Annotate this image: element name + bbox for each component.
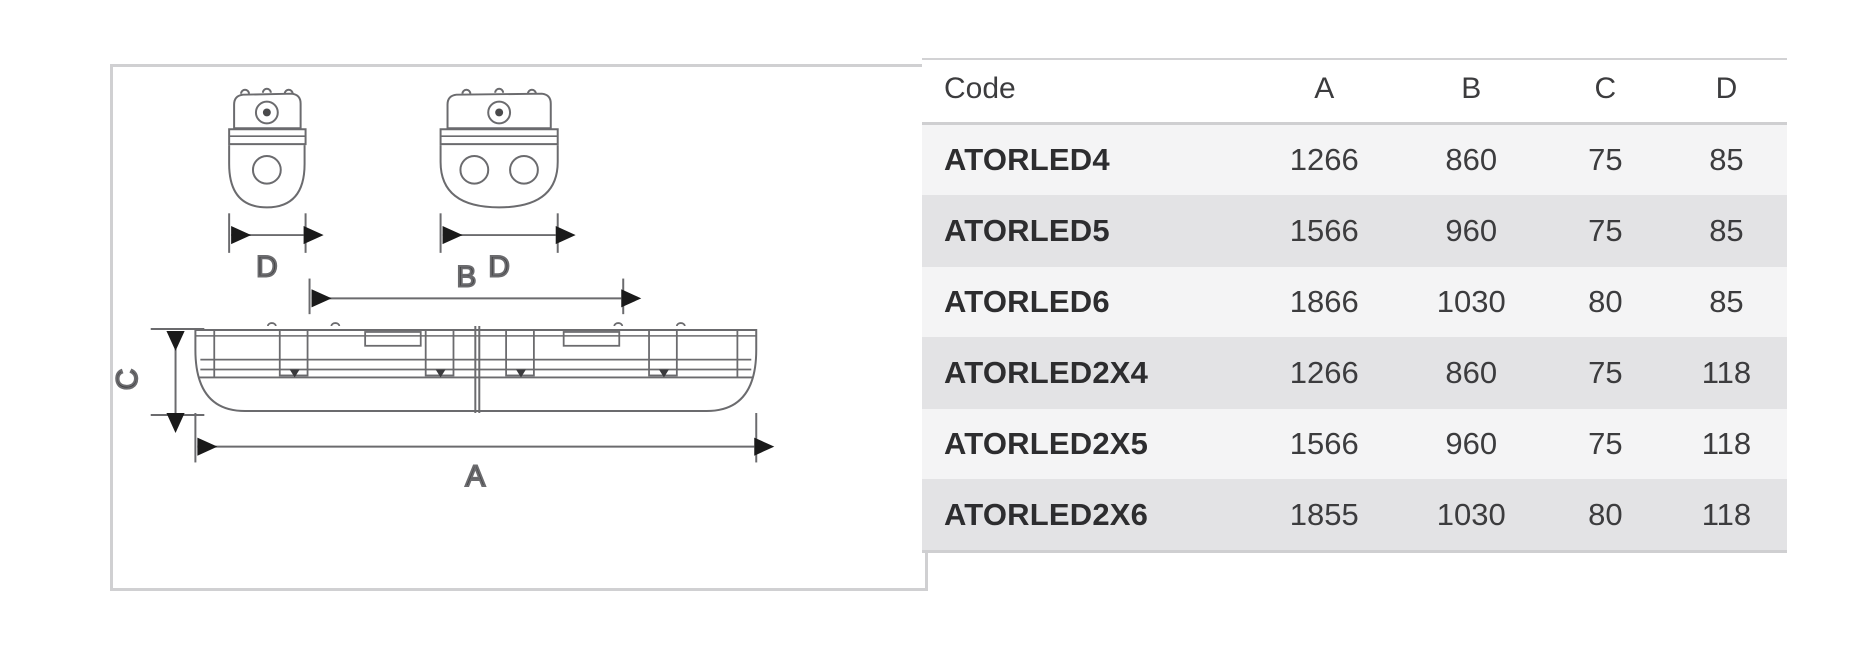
cell-a: 1566 [1250,195,1398,267]
table-row: ATORLED2X6 1855 1030 80 118 [922,479,1787,553]
cell-b: 860 [1397,337,1545,409]
cell-a: 1566 [1250,408,1398,480]
column-header-a: A [1250,58,1398,125]
cell-b: 1030 [1397,479,1545,553]
cell-a: 1866 [1250,266,1398,338]
cross-section-single-lamp [228,87,307,209]
table-row: ATORLED2X5 1566 960 75 118 [922,408,1787,480]
cell-c: 80 [1544,266,1666,338]
cell-code: ATORLED2X6 [922,479,1251,553]
dimension-label-d-single: D [256,251,277,284]
dimension-d-single [228,213,324,253]
cell-d: 118 [1665,479,1787,553]
cell-d: 85 [1665,266,1787,338]
cell-code: ATORLED2X4 [922,337,1251,409]
cell-b: 960 [1397,408,1545,480]
column-header-code: Code [922,58,1251,125]
cell-d: 118 [1665,408,1787,480]
cell-b: 1030 [1397,266,1545,338]
cell-c: 75 [1544,337,1666,409]
product-dimension-drawing: D [110,64,928,591]
cell-c: 80 [1544,479,1666,553]
cell-b: 860 [1397,123,1545,196]
column-header-d: D [1665,58,1787,125]
cell-b: 960 [1397,195,1545,267]
dimension-label-a: A [465,460,485,493]
dimension-drawing-svg: D [113,87,775,494]
table-body: ATORLED4 1266 860 75 85 ATORLED5 1566 96… [922,123,1787,553]
dimension-d-double [439,213,576,253]
spec-table: Code A B C D ATORLED4 1266 860 75 85 ATO… [922,58,1787,553]
table-header-row: Code A B C D [922,58,1787,125]
table-row: ATORLED4 1266 860 75 85 [922,123,1787,196]
dimension-label-c: C [113,369,144,390]
dimension-b [308,278,642,315]
cell-c: 75 [1544,408,1666,480]
cell-d: 118 [1665,337,1787,409]
cell-code: ATORLED5 [922,195,1251,267]
table-row: ATORLED6 1866 1030 80 85 [922,266,1787,338]
cross-section-double-lamp [439,87,559,209]
column-header-b: B [1397,58,1545,125]
cell-c: 75 [1544,123,1666,196]
cell-a: 1855 [1250,479,1398,553]
cell-code: ATORLED4 [922,123,1251,196]
cell-d: 85 [1665,123,1787,196]
cell-a: 1266 [1250,123,1398,196]
dimension-label-b: B [456,261,476,294]
cell-code: ATORLED6 [922,266,1251,338]
dimension-label-d-double: D [488,251,509,284]
cell-c: 75 [1544,195,1666,267]
cell-a: 1266 [1250,337,1398,409]
product-dimensions-table: Code A B C D ATORLED4 1266 860 75 85 ATO… [922,58,1787,578]
dimension-a [194,413,775,463]
cell-d: 85 [1665,195,1787,267]
table-row: ATORLED2X4 1266 860 75 118 [922,337,1787,409]
column-header-c: C [1544,58,1666,125]
table-row: ATORLED5 1566 960 75 85 [922,195,1787,267]
table-header: Code A B C D [922,58,1787,125]
cell-code: ATORLED2X5 [922,408,1251,480]
side-elevation-full-length [194,322,758,414]
